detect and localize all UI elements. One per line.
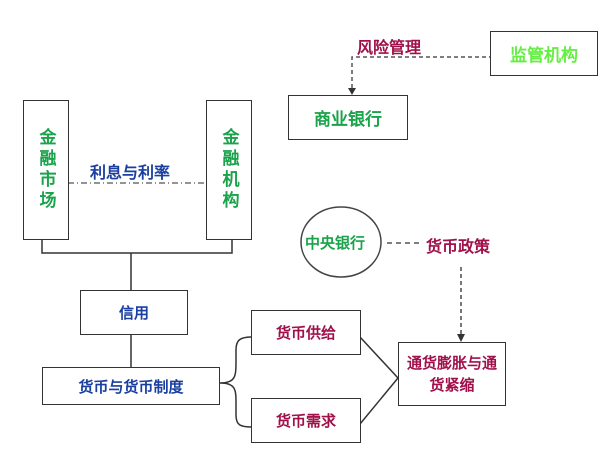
interest-label: 利息与利率	[90, 163, 171, 182]
supply-to-inflation	[359, 336, 399, 379]
financial-institution-box[interactable]: 金融机构	[206, 100, 252, 240]
money-supply-box[interactable]: 货币供给	[251, 310, 361, 355]
market-institution-join	[41, 240, 233, 254]
credit-box[interactable]: 信用	[80, 290, 188, 335]
regulator-box[interactable]: 监管机构	[490, 31, 598, 76]
regulator-to-bank-connector	[351, 56, 493, 90]
arrowhead	[348, 88, 356, 95]
arrowhead	[457, 334, 465, 342]
central-bank-label[interactable]: 中央银行	[305, 234, 366, 252]
financial-market-box[interactable]: 金融市场	[23, 100, 69, 240]
inflation-deflation-box[interactable]: 通货膨胀与通货紧缩	[398, 342, 506, 406]
monetary-policy-label: 货币政策	[426, 237, 491, 256]
commercial-bank-box[interactable]: 商业银行	[288, 95, 408, 140]
central-bank-circle	[300, 206, 382, 278]
demand-to-inflation	[359, 377, 399, 425]
money-demand-box[interactable]: 货币需求	[251, 398, 361, 443]
brace-connector	[219, 336, 253, 428]
risk-management-label: 风险管理	[357, 38, 422, 57]
money-system-box[interactable]: 货币与货币制度	[42, 367, 220, 405]
